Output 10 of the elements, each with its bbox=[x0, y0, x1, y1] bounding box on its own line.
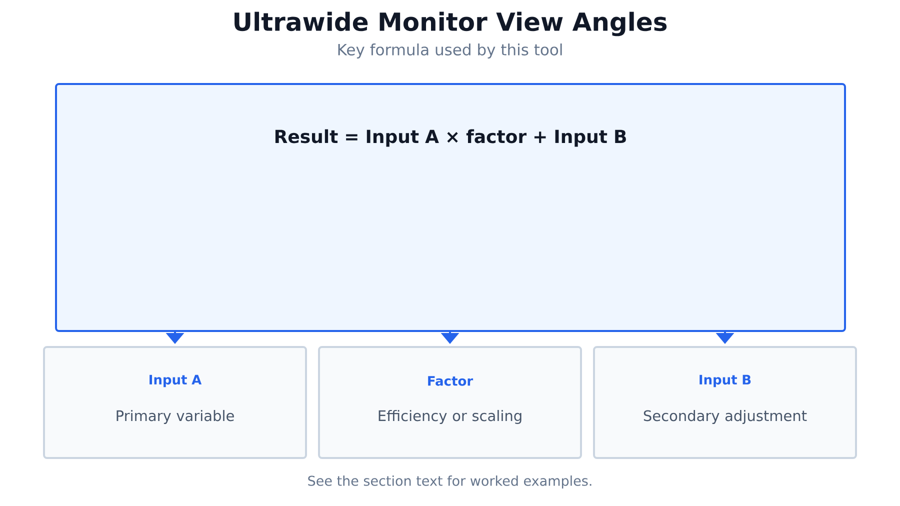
card-heading: Input B bbox=[700, 374, 751, 388]
subtitle: Key formula used by this tool bbox=[338, 44, 562, 58]
card-heading: Factor bbox=[428, 376, 474, 386]
caption: See the section text for worked examples. bbox=[308, 475, 592, 489]
card-description: Secondary adjustment bbox=[644, 410, 807, 424]
title: Ultrawide Monitor View Angles bbox=[234, 12, 667, 36]
card-description: Primary variable bbox=[116, 410, 234, 424]
formula-text: Result = Input A × factor + Input B bbox=[275, 129, 626, 147]
card-description: Efficiency or scaling bbox=[378, 410, 522, 424]
card-heading: Input A bbox=[150, 374, 202, 388]
